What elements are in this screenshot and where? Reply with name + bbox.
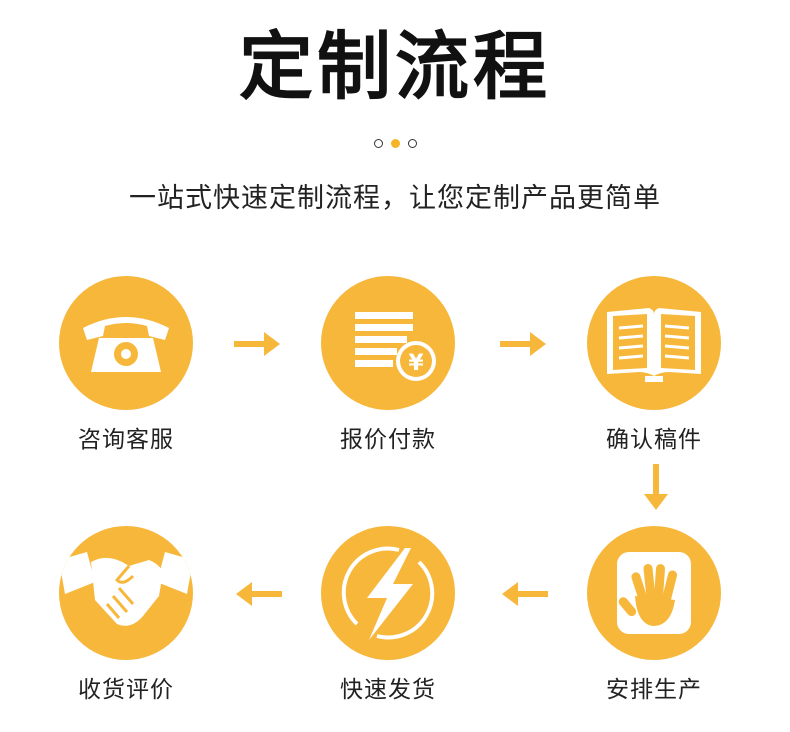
pager-dot[interactable] <box>407 139 417 148</box>
step-fast-delivery: 快速发货 <box>298 526 478 704</box>
pager-dot[interactable] <box>373 139 383 148</box>
pager-dots <box>0 139 790 148</box>
step-confirm-draft: 确认稿件 <box>564 276 744 454</box>
open-book-icon <box>587 276 721 410</box>
step-label: 收货评价 <box>78 677 174 703</box>
hand-icon <box>587 526 721 660</box>
page-subtitle: 一站式快速定制流程，让您定制产品更简单 <box>129 183 661 214</box>
arrow-down-icon <box>644 464 668 510</box>
arrow-right-icon <box>500 332 546 356</box>
handshake-icon <box>59 526 193 660</box>
page-title: 定制流程 <box>239 24 551 110</box>
step-label: 安排生产 <box>606 677 702 703</box>
lightning-icon <box>321 526 455 660</box>
arrow-left-icon <box>502 582 548 606</box>
step-label: 报价付款 <box>340 427 436 453</box>
telephone-icon <box>59 276 193 410</box>
step-label: 确认稿件 <box>606 427 702 453</box>
step-arrange-production: 安排生产 <box>564 526 744 704</box>
step-label: 咨询客服 <box>78 427 174 453</box>
step-quote-payment: ¥ 报价付款 <box>298 276 478 454</box>
step-receive-review: 收货评价 <box>36 526 216 704</box>
arrow-left-icon <box>236 582 282 606</box>
step-consult: 咨询客服 <box>36 276 216 454</box>
svg-text:¥: ¥ <box>408 351 424 376</box>
step-label: 快速发货 <box>340 677 436 703</box>
invoice-yen-icon: ¥ <box>321 276 455 410</box>
arrow-right-icon <box>234 332 280 356</box>
pager-dot-active[interactable] <box>390 139 400 148</box>
